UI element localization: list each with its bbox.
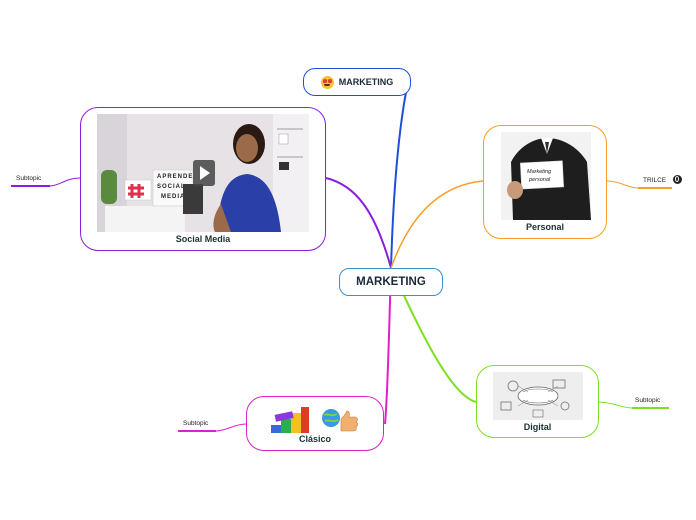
topic-social-media-label: Social Media	[175, 234, 231, 244]
topic-personal[interactable]: Marketing personal Personal	[483, 125, 607, 239]
topic-personal-label: Personal	[525, 222, 565, 232]
topic-social-media[interactable]: APRENDE SOCIAL MEDIA Social Media	[80, 107, 326, 251]
connector-social-subtopic	[49, 177, 81, 187]
digital-image	[493, 372, 583, 420]
connector-digital-subtopic	[598, 401, 633, 409]
connector-personal	[390, 180, 484, 269]
svg-text:MEDIA: MEDIA	[161, 194, 185, 200]
globe-link-icon[interactable]	[673, 175, 682, 184]
central-topic-label: MARKETING	[356, 276, 426, 288]
svg-text:SOCIAL: SOCIAL	[157, 184, 186, 190]
subtopic-clasico-underline	[178, 430, 216, 432]
personal-card-text: Marketing	[527, 169, 552, 175]
topic-clasico[interactable]: Clásico	[246, 396, 384, 451]
topic-clasico-label: Clásico	[298, 434, 331, 444]
svg-text:personal: personal	[528, 177, 551, 183]
subtopic-digital[interactable]: Subtopic	[635, 397, 661, 404]
top-topic-marketing[interactable]: MARKETING	[303, 68, 411, 96]
subtopic-social-media-underline	[11, 185, 50, 187]
clasico-image	[271, 407, 358, 433]
subtopic-personal-underline	[638, 187, 672, 189]
connector-personal-subtopic	[606, 180, 639, 189]
video-poster-text: APRENDE	[157, 174, 193, 180]
subtopic-digital-underline	[632, 407, 669, 409]
connector-clasico-subtopic	[215, 423, 247, 432]
topic-digital-label: Digital	[523, 422, 552, 432]
subtopic-personal-trilce[interactable]: TRILCE	[643, 177, 667, 184]
central-topic[interactable]: MARKETING	[339, 268, 443, 296]
heart-eyes-emoji-icon	[320, 75, 334, 89]
personal-image: Marketing personal	[501, 132, 591, 220]
top-topic-label: MARKETING	[338, 77, 394, 87]
connector-social-media	[325, 177, 392, 269]
social-media-video-thumbnail[interactable]: APRENDE SOCIAL MEDIA	[97, 114, 309, 232]
connector-top	[390, 81, 409, 269]
subtopic-social-media[interactable]: Subtopic	[16, 175, 42, 182]
subtopic-clasico[interactable]: Subtopic	[183, 420, 209, 427]
topic-digital[interactable]: Digital	[476, 365, 599, 438]
